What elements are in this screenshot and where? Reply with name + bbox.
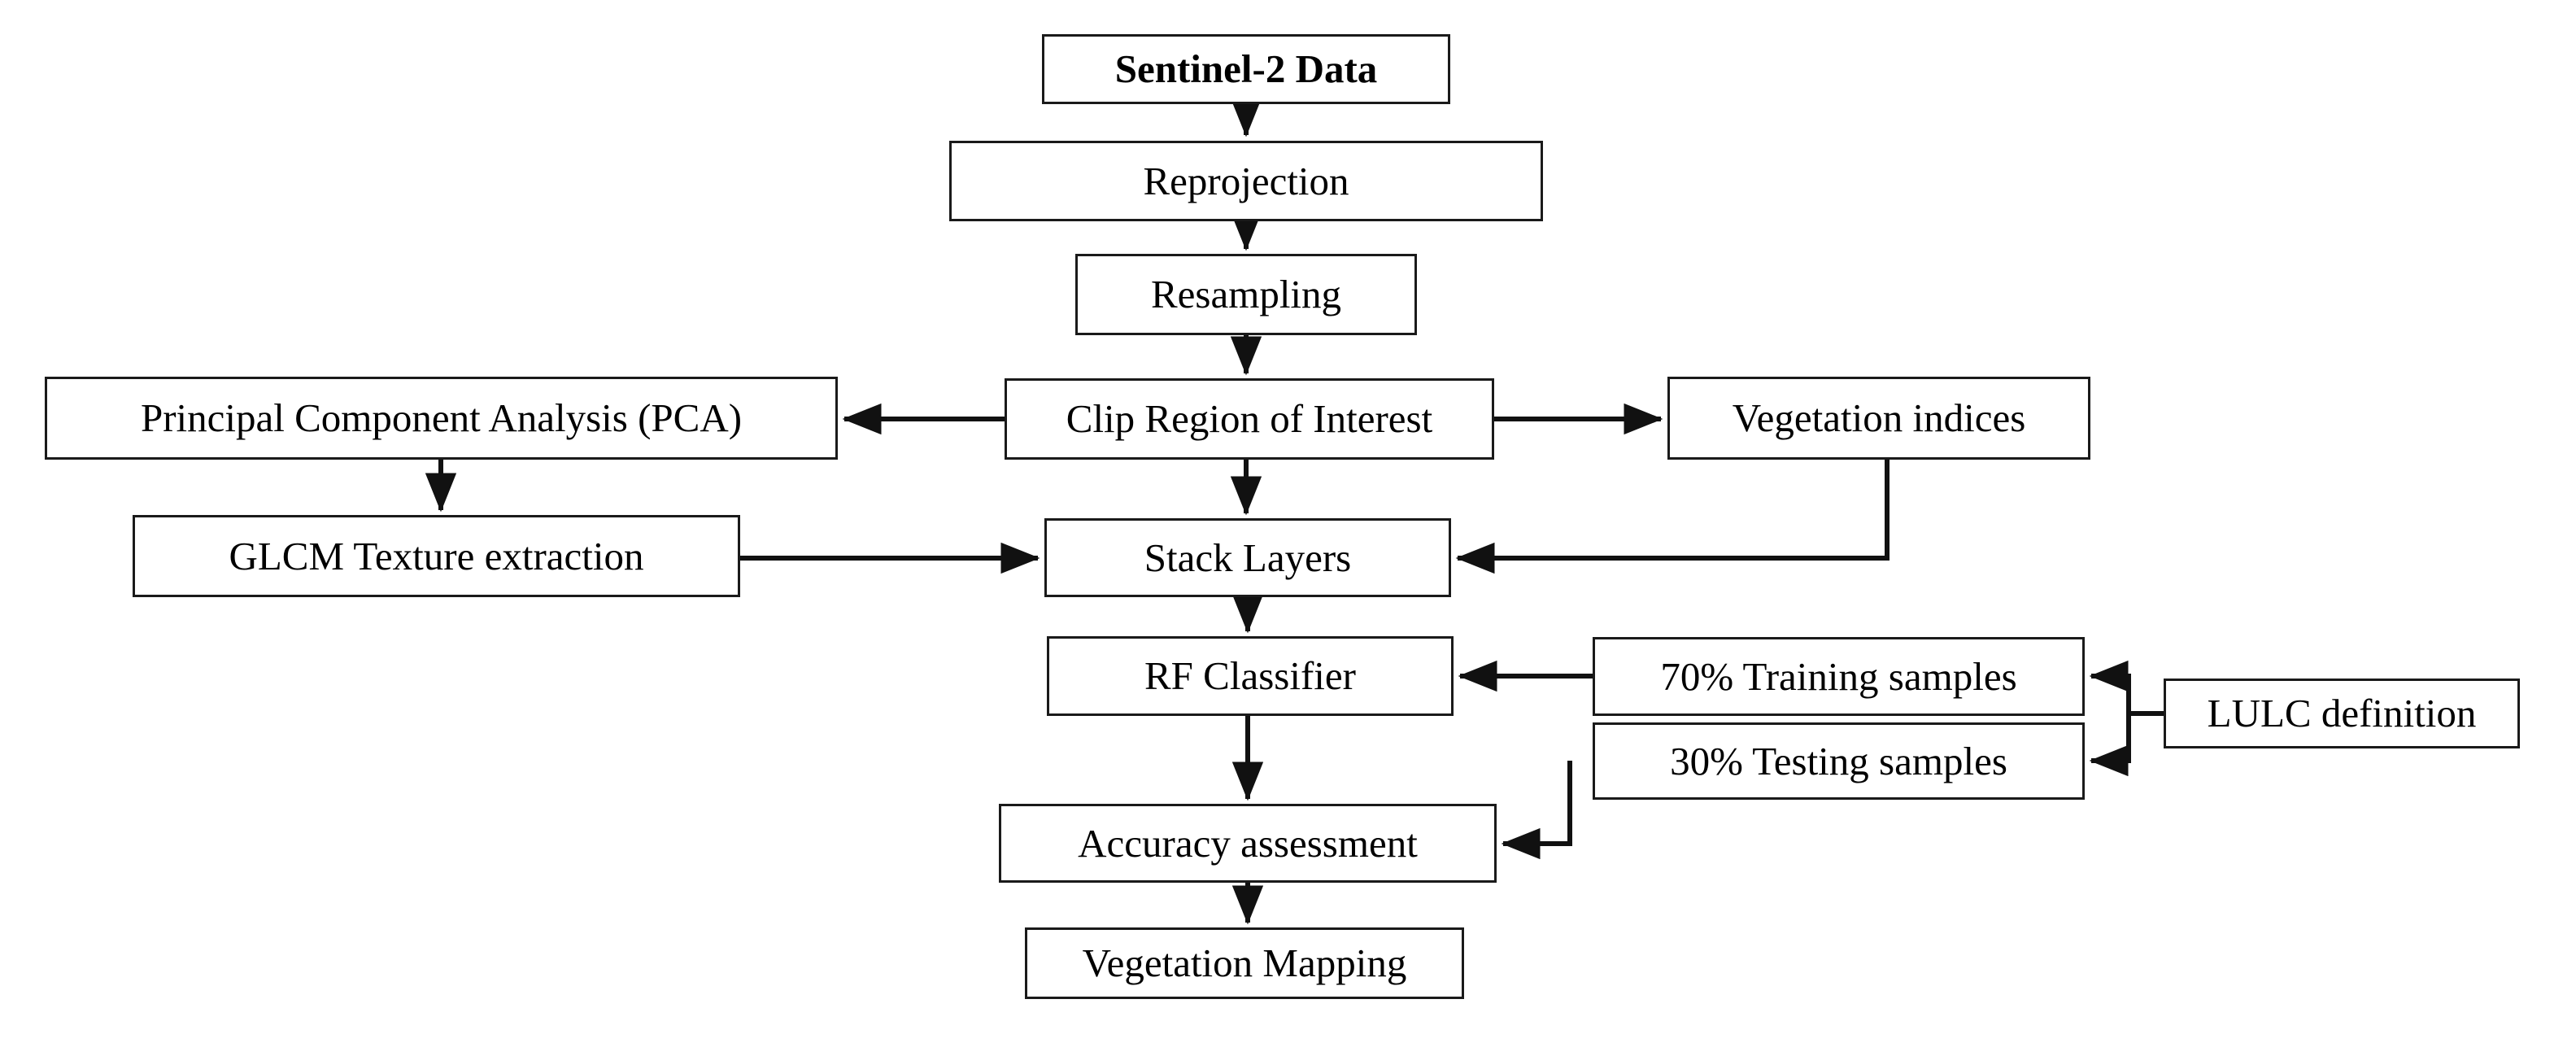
node-glcm-texture-extraction[interactable]: GLCM Texture extraction [133, 515, 740, 597]
node-label: Vegetation indices [1732, 395, 2026, 441]
node-label: GLCM Texture extraction [229, 533, 644, 578]
node-label: Resampling [1150, 272, 1342, 317]
node-resampling[interactable]: Resampling [1075, 254, 1417, 335]
node-label: LULC definition [2207, 691, 2477, 736]
edge-vegetation-indices-to-stack-layers [1455, 460, 1890, 574]
edge-lulc-to-training [2089, 660, 2164, 716]
node-label: Clip Region of Interest [1066, 396, 1433, 442]
node-label: 30% Testing samples [1670, 738, 2007, 783]
node-clip-region-of-interest[interactable]: Clip Region of Interest [1005, 378, 1494, 460]
node-label: 70% Training samples [1660, 653, 2017, 699]
node-sentinel-2-data[interactable]: Sentinel-2 Data [1042, 34, 1450, 104]
node-label: Vegetation Mapping [1082, 940, 1407, 986]
edge-lulc-to-testing [2089, 711, 2164, 777]
edge-testing-to-accuracy [1501, 761, 1572, 860]
node-label: Sentinel-2 Data [1114, 46, 1378, 92]
node-reprojection[interactable]: Reprojection [949, 141, 1543, 221]
node-label: Stack Layers [1144, 535, 1352, 580]
node-rf-classifier[interactable]: RF Classifier [1047, 636, 1454, 716]
node-stack-layers[interactable]: Stack Layers [1044, 518, 1451, 597]
node-label: Reprojection [1143, 158, 1349, 203]
node-accuracy-assessment[interactable]: Accuracy assessment [999, 804, 1497, 883]
node-principal-component-analysis[interactable]: Principal Component Analysis (PCA) [45, 377, 838, 460]
node-testing-samples[interactable]: 30% Testing samples [1593, 722, 2085, 800]
node-training-samples[interactable]: 70% Training samples [1593, 637, 2085, 716]
node-vegetation-indices[interactable]: Vegetation indices [1667, 377, 2090, 460]
node-lulc-definition[interactable]: LULC definition [2164, 679, 2520, 748]
node-label: RF Classifier [1144, 653, 1356, 699]
node-label: Principal Component Analysis (PCA) [140, 395, 743, 441]
node-label: Accuracy assessment [1078, 820, 1418, 866]
node-vegetation-mapping[interactable]: Vegetation Mapping [1025, 927, 1464, 999]
